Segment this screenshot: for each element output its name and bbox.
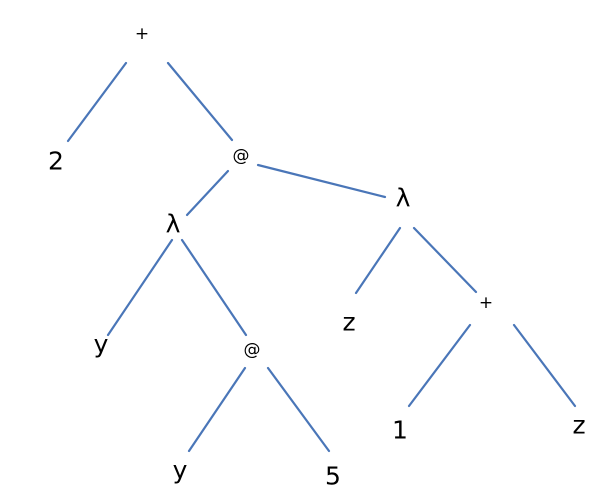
node-param-z: z: [342, 308, 355, 337]
node-lambda-1: λ: [166, 210, 181, 239]
node-root-plus: +: [135, 24, 149, 44]
node-leaf-5: 5: [325, 462, 341, 491]
edge-lambda-1-to-app-2: [180, 238, 248, 337]
node-leaf-z: z: [572, 411, 585, 440]
node-plus-2: +: [479, 293, 493, 313]
tree-nodes: + 2 @ λ λ y @ y 5 z + 1 z: [48, 24, 586, 491]
node-app-2: @: [244, 340, 261, 360]
edge-root-plus-to-app-1: [166, 61, 234, 142]
edge-root-plus-to-leaf-2: [66, 61, 128, 143]
edge-plus-2-to-leaf-z: [512, 323, 577, 408]
tree-edges: [66, 61, 577, 453]
node-leaf-y: y: [173, 456, 188, 485]
edge-app-2-to-leaf-5: [266, 366, 331, 453]
node-lambda-2: λ: [396, 184, 411, 213]
edge-lambda-2-to-plus-2: [412, 226, 478, 294]
edge-lambda-2-to-param-z: [354, 226, 402, 295]
node-app-1: @: [233, 146, 250, 166]
node-leaf-2: 2: [48, 147, 64, 176]
node-param-y: y: [94, 330, 109, 359]
edge-app-1-to-lambda-2: [256, 163, 387, 199]
edge-app-2-to-leaf-y: [187, 366, 247, 453]
edge-lambda-1-to-param-y: [106, 238, 174, 337]
edge-app-1-to-lambda-1: [185, 169, 230, 217]
edge-plus-2-to-leaf-1: [407, 323, 472, 408]
node-leaf-1: 1: [392, 416, 408, 445]
